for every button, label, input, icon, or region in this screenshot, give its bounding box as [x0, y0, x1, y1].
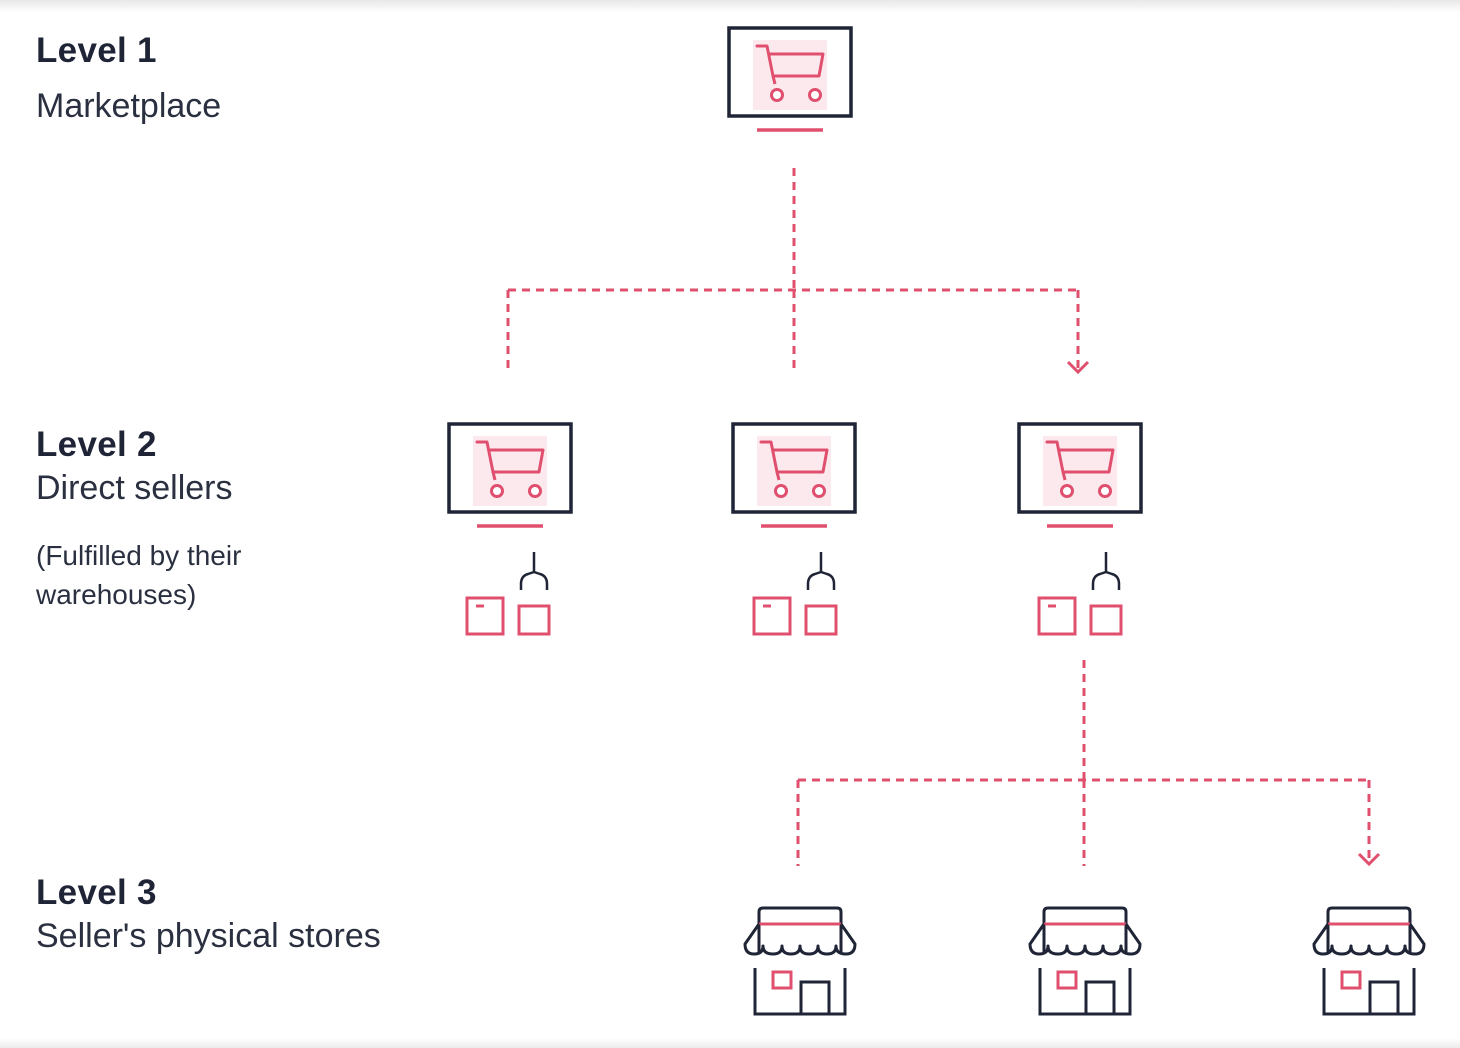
- arrow-down-icon: [1066, 360, 1090, 375]
- seller-1-warehouse-icon: [465, 550, 551, 636]
- level-3-subtitle: Seller's physical stores: [36, 917, 381, 955]
- store-3-storefront-icon: [1312, 906, 1426, 1016]
- seller-3-cart-icon: [1017, 422, 1143, 528]
- connector-level2-to-level3: [796, 660, 1371, 866]
- level-1-subtitle: Marketplace: [36, 87, 222, 125]
- level-1-label: Level 1 Marketplace: [36, 30, 221, 128]
- level-1-title: Level 1: [36, 31, 157, 70]
- level-2-title: Level 2: [36, 425, 157, 464]
- bottom-edge-shadow: [0, 1038, 1460, 1048]
- seller-2-warehouse-icon: [752, 550, 838, 636]
- arrow-down-icon: [1357, 852, 1381, 867]
- connector-level1-to-level2: [506, 168, 1080, 372]
- marketplace-cart-icon: [727, 26, 853, 132]
- level-3-label: Level 3 Seller's physical stores: [36, 872, 381, 958]
- level-2-note-line-1: (Fulfilled by their: [36, 540, 242, 571]
- level-3-title: Level 3: [36, 873, 157, 912]
- level-2-label: Level 2 Direct sellers (Fulfilled by the…: [36, 424, 241, 614]
- seller-1-cart-icon: [447, 422, 573, 528]
- top-edge-shadow: [0, 0, 1460, 12]
- level-2-note: (Fulfilled by their warehouses): [36, 536, 241, 614]
- level-2-note-line-2: warehouses): [36, 579, 197, 610]
- level-2-subtitle: Direct sellers: [36, 469, 233, 507]
- store-1-storefront-icon: [743, 906, 857, 1016]
- seller-3-warehouse-icon: [1037, 550, 1123, 636]
- store-2-storefront-icon: [1028, 906, 1142, 1016]
- seller-2-cart-icon: [731, 422, 857, 528]
